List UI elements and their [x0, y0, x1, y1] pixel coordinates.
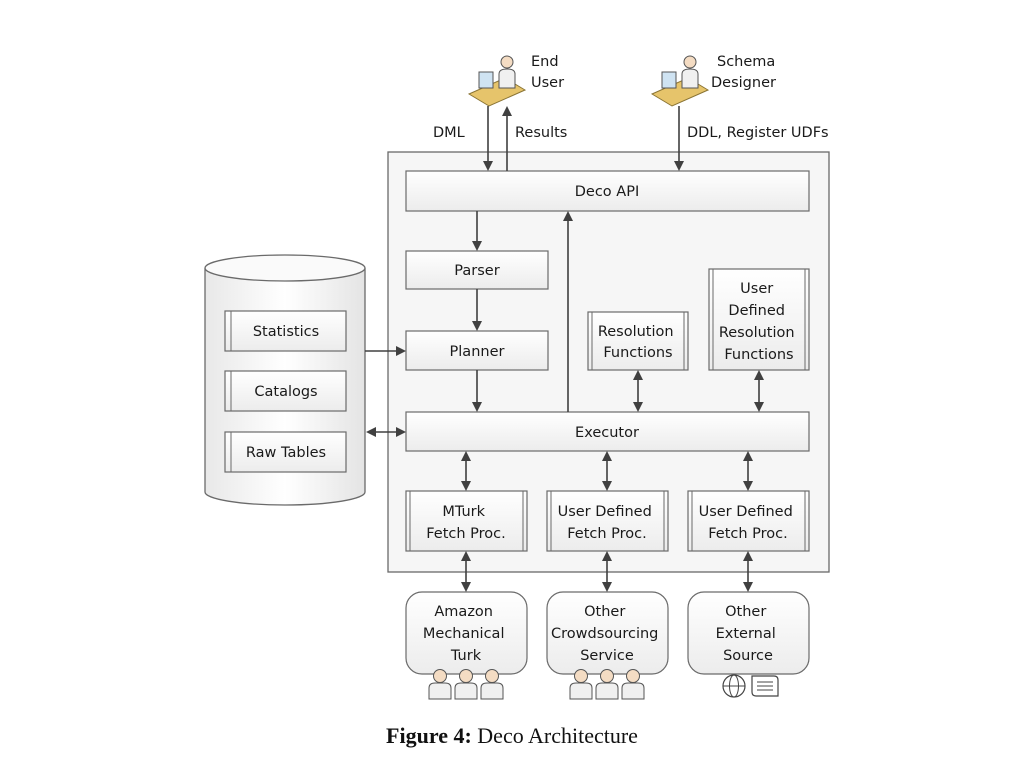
figure-caption-text: Deco Architecture [477, 723, 638, 748]
end-user-icon [467, 55, 527, 107]
end-user-label: End User [531, 54, 564, 91]
mturk-fetch-box [405, 490, 528, 552]
ddl-label: DDL, Register UDFs [687, 125, 829, 141]
crowd-workers-icon [428, 669, 504, 700]
executor-box [405, 411, 810, 452]
udf-resolution-functions-label: User Defined Resolution Functions [719, 281, 799, 363]
catalogs-label: Catalogs [254, 384, 317, 400]
other-crowdsourcing-label: Other Crowdsourcing Service [551, 604, 663, 664]
results-label: Results [515, 125, 567, 141]
amazon-mturk-label: Amazon Mechanical Turk [423, 604, 509, 664]
udf-fetch-box-2 [687, 490, 810, 552]
figure-caption-label: Figure 4: [386, 723, 472, 748]
deco-api-label: Deco API [575, 184, 639, 200]
figure-caption: Figure 4: Deco Architecture [0, 723, 1024, 749]
document-icon [751, 675, 779, 697]
parser-label: Parser [454, 263, 499, 279]
planner-box [405, 330, 549, 371]
udf-fetch-label-1: User Defined Fetch Proc. [558, 504, 657, 542]
catalogs-box [224, 370, 347, 412]
parser-box [405, 250, 549, 290]
globe-icon [722, 674, 746, 698]
dml-label: DML [433, 125, 465, 141]
planner-label: Planner [450, 344, 505, 360]
udf-fetch-label-2: User Defined Fetch Proc. [699, 504, 798, 542]
crowd-workers-icon [569, 669, 645, 700]
raw-tables-box [224, 431, 347, 473]
statistics-label: Statistics [253, 324, 319, 340]
other-external-source-box [687, 591, 810, 675]
schema-designer-label: Schema Designer [711, 54, 780, 91]
udf-resolution-functions-box [708, 268, 810, 371]
deco-api-box [405, 170, 810, 212]
statistics-box [224, 310, 347, 352]
other-external-source-label: Other External Source [716, 604, 781, 664]
schema-designer-icon [650, 55, 710, 107]
arrows [365, 106, 764, 592]
raw-tables-label: Raw Tables [246, 445, 326, 461]
executor-label: Executor [575, 425, 639, 441]
resolution-functions-box [587, 311, 689, 371]
resolution-functions-label: Resolution Functions [598, 324, 678, 361]
mturk-fetch-label: MTurk Fetch Proc. [426, 504, 506, 542]
udf-fetch-box-1 [546, 490, 669, 552]
